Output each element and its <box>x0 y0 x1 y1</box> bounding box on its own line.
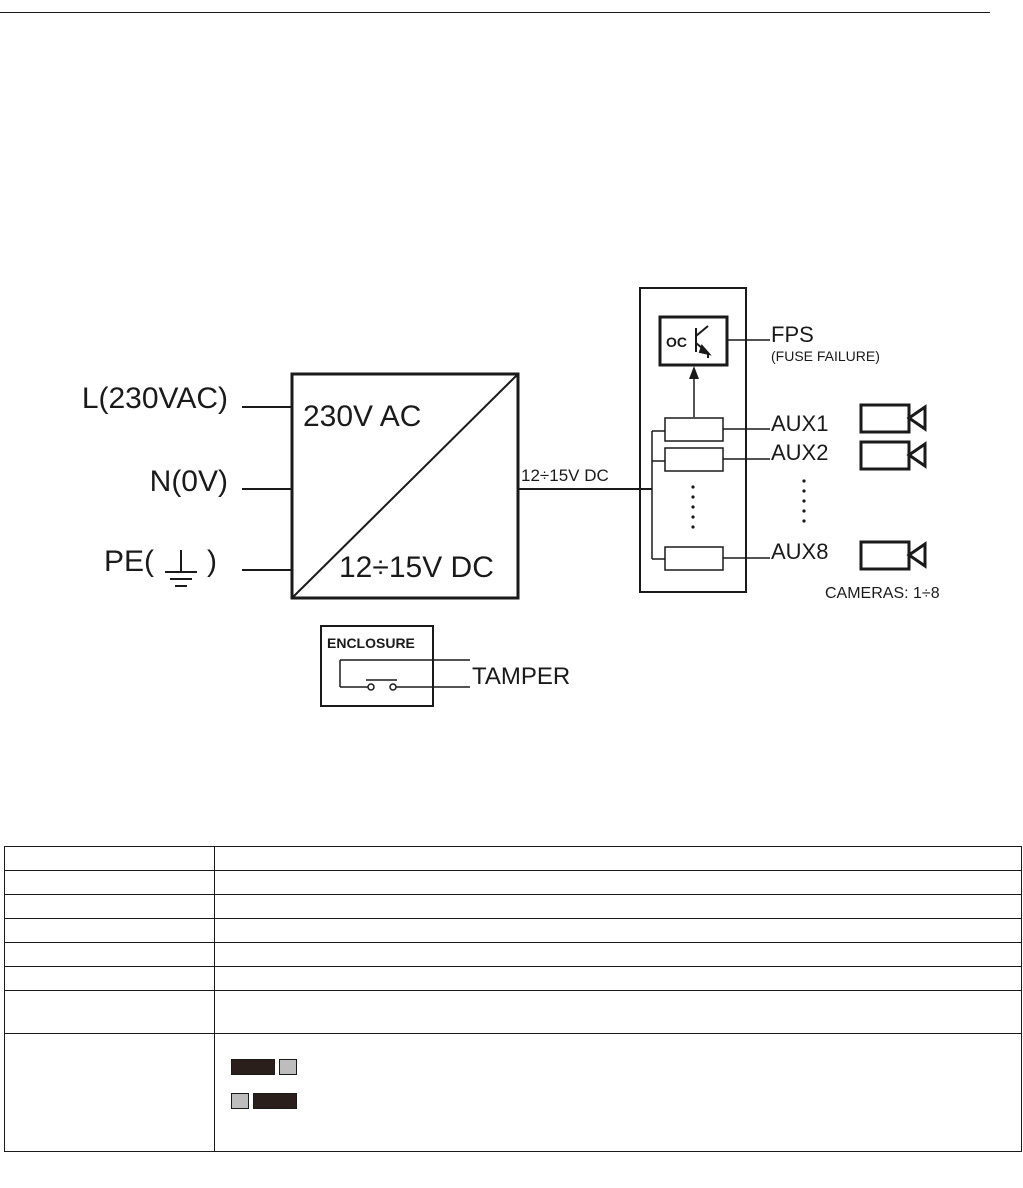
fuse-ellipsis-dots <box>691 485 695 529</box>
aux-ellipsis-dots <box>802 479 806 523</box>
block-diagram: L(230VAC) N(0V) PE( ) 230V AC 12÷15V DC … <box>82 287 940 707</box>
table-row <box>4 894 1022 919</box>
table-cell <box>4 990 215 1034</box>
spec-table <box>4 846 1022 1152</box>
table-cell <box>214 990 1022 1034</box>
oc-label: OC <box>666 334 687 350</box>
table-row <box>4 990 1022 1034</box>
page-top-rule <box>0 12 990 13</box>
led-on-swatch <box>252 1093 297 1110</box>
table-cell <box>214 870 1022 895</box>
table-cell <box>4 966 215 991</box>
table-cell <box>4 918 215 943</box>
table-cell <box>214 918 1022 943</box>
table-cell <box>214 942 1022 967</box>
camera-icon <box>859 403 927 434</box>
fps-sublabel: (FUSE FAILURE) <box>771 348 880 364</box>
table-cell <box>214 846 1022 871</box>
tamper-switch <box>339 659 470 691</box>
camera-icon <box>859 540 927 571</box>
cameras-caption: CAMERAS: 1÷8 <box>825 585 940 602</box>
fps-label: FPS <box>771 322 814 347</box>
led-legend-cell <box>214 1033 1022 1152</box>
table-row <box>4 1033 1022 1152</box>
aux8-label: AUX8 <box>771 539 828 564</box>
table-cell <box>214 966 1022 991</box>
table-row <box>4 966 1022 991</box>
table-cell <box>214 894 1022 919</box>
fuse-sense-arrow-head <box>689 366 699 379</box>
psu-input-label: 230V AC <box>303 400 421 433</box>
tamper-label: TAMPER <box>472 663 570 690</box>
fuse-aux8 <box>664 546 724 571</box>
led-pattern-2 <box>231 1093 1015 1110</box>
table-row <box>4 870 1022 895</box>
table-cell <box>4 1033 215 1152</box>
aux1-label: AUX1 <box>771 411 828 436</box>
earth-ground-icon <box>165 550 197 587</box>
table-cell <box>4 942 215 967</box>
enclosure-label: ENCLOSURE <box>327 635 415 651</box>
aux2-label: AUX2 <box>771 440 828 465</box>
oc-transistor-box <box>658 315 729 367</box>
distribution-module-box <box>639 287 747 593</box>
dc-bus-label: 12÷15V DC <box>521 466 609 485</box>
camera-icon <box>859 440 927 471</box>
led-off-swatch <box>278 1058 297 1075</box>
table-cell <box>4 894 215 919</box>
earth-input-suffix: ) <box>207 545 217 578</box>
table-row <box>4 942 1022 967</box>
table-cell <box>4 846 215 871</box>
table-row <box>4 846 1022 871</box>
psu-converter-box <box>290 372 520 600</box>
led-on-swatch <box>231 1058 275 1075</box>
transistor-symbol-icon <box>695 325 712 358</box>
earth-input-prefix: PE( <box>104 545 154 578</box>
table-row <box>4 918 1022 943</box>
psu-output-label: 12÷15V DC <box>339 551 494 584</box>
fuse-aux2 <box>664 447 724 472</box>
fuse-aux1 <box>664 417 724 442</box>
live-input-label: L(230VAC) <box>82 382 228 415</box>
led-off-swatch <box>231 1093 249 1110</box>
psu-diagonal <box>291 373 519 599</box>
led-pattern-1 <box>231 1058 1015 1075</box>
enclosure-box <box>320 625 434 707</box>
table-cell <box>4 870 215 895</box>
neutral-input-label: N(0V) <box>150 465 228 498</box>
